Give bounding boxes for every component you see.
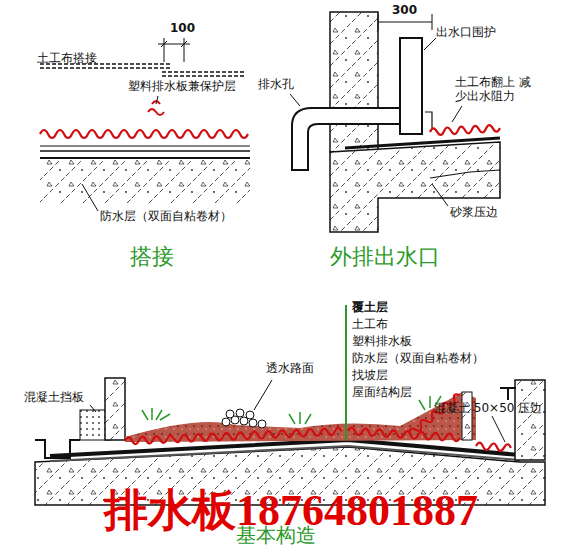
sub-caption: 外排出水口 xyxy=(330,244,440,269)
drain-board-label: 塑料排水板兼保护层 xyxy=(128,80,236,94)
waterproof-label: 防水层（双面自粘卷材） xyxy=(100,210,232,224)
layer-label: 屋面结构层 xyxy=(352,386,412,400)
layer-label: 覆土层 xyxy=(352,301,388,315)
drain-board-wave xyxy=(348,428,460,441)
layer-label: 土工布 xyxy=(352,318,388,332)
layer-label: 防水层（双面自粘卷材） xyxy=(352,352,484,366)
drain-board-wave xyxy=(40,130,248,138)
drain-board-wave xyxy=(430,125,500,135)
paving-label: 透水路面 xyxy=(266,362,314,376)
geotextile-note: 土工布翻上 减少出水阻力 xyxy=(455,76,539,104)
mortar-edge-label: 砂浆压边 xyxy=(450,206,498,220)
watermark: 排水板18764801887 xyxy=(104,486,478,537)
drain-board-wave xyxy=(125,428,342,444)
layer-label: 塑料排水板 xyxy=(352,335,412,349)
edge-label: 混凝土 50×50 压边 xyxy=(434,402,542,416)
sub-caption: 搭接 xyxy=(130,244,174,269)
geotextile-lap-label: 土工布搭接 xyxy=(37,52,97,66)
layer-label: 找坡层 xyxy=(352,369,388,383)
baffle-label: 混凝土挡板 xyxy=(24,391,84,405)
dimension: 300 xyxy=(392,4,417,18)
outlet-guard-label: 出水口围护 xyxy=(436,26,496,40)
drain-hole-label: 排水孔 xyxy=(258,78,294,92)
dimension: 100 xyxy=(170,22,195,36)
drain-board-wave xyxy=(476,443,511,451)
